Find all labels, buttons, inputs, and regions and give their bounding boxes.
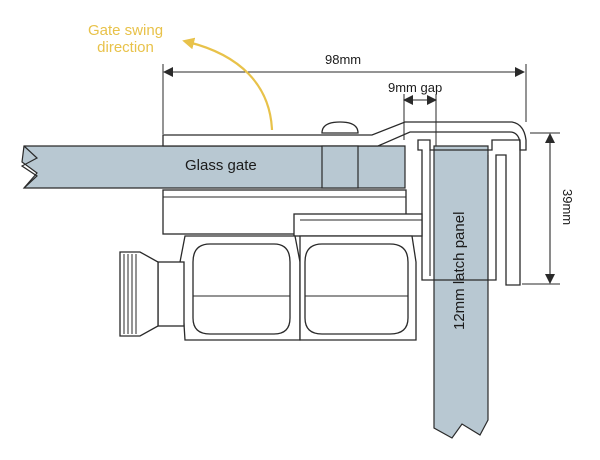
swing-direction-label: Gate swing direction (88, 22, 163, 56)
receiver-channel (417, 139, 521, 286)
curved-arrow-icon (182, 37, 274, 131)
swing-label-line1: Gate swing (88, 22, 164, 39)
latch-bar (293, 213, 423, 237)
knob-left (192, 243, 291, 335)
side-button-collar (157, 261, 185, 327)
knob-right (304, 243, 409, 335)
glass-gate-label: Glass gate (185, 157, 257, 174)
swing-label-line2: direction (97, 39, 154, 56)
height-dimension-label: 39mm (560, 189, 575, 226)
gap-dimension-label: 9mm gap (388, 80, 443, 95)
side-button (119, 251, 159, 337)
top-screw (321, 121, 359, 134)
break-mark-icon (20, 145, 39, 189)
width-dimension-label: 98mm (325, 52, 362, 67)
through-bolt (321, 145, 359, 189)
side-button-grip (123, 254, 137, 334)
latch-panel-label: 12mm latch panel (451, 211, 468, 330)
